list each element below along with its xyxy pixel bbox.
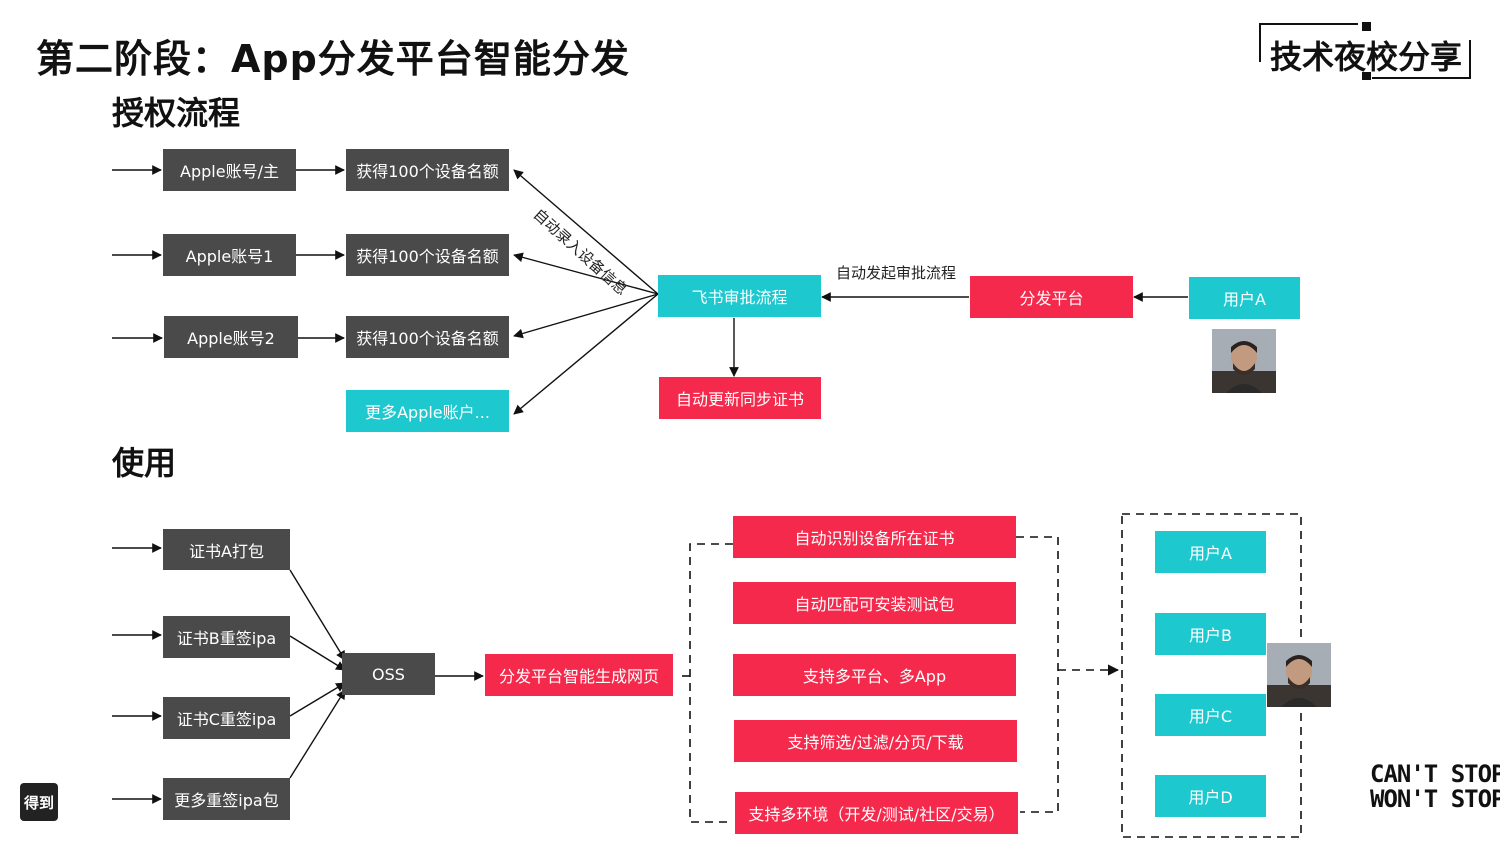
device-quota-2: 获得100个设备名额 [346,316,509,358]
user-avatar-icon [1267,643,1331,707]
slogan-line-2: WON'T STOP [1370,785,1500,813]
package-cert-c: 证书C重签ipa [163,697,290,739]
slogan-line-1: CAN'T STOP [1370,760,1500,788]
account-2: Apple账号2 [164,316,298,358]
feature-match-package: 自动匹配可安装测试包 [733,582,1016,624]
page-title: 第二阶段：App分发平台智能分发 [36,37,630,81]
feature-multi-env: 支持多环境（开发/测试/社区/交易） [735,792,1018,834]
user-b: 用户B [1155,613,1266,655]
user-a-auth: 用户A [1189,277,1300,319]
account-1: Apple账号1 [163,234,296,276]
auto-sync-cert: 自动更新同步证书 [659,377,821,419]
dedao-logo: 得到 [20,783,58,821]
smart-webpage: 分发平台智能生成网页 [485,654,673,696]
brand-badge: 技术夜校分享 [1258,22,1472,80]
auto-approval-label: 自动发起审批流程 [836,264,957,282]
feature-filter-download: 支持筛选/过滤/分页/下载 [734,720,1017,762]
device-quota-1: 获得100个设备名额 [346,234,509,276]
slogan: CAN'T STOP WON'T STOP [1370,762,1500,812]
distribution-platform: 分发平台 [970,276,1133,318]
user-a: 用户A [1155,531,1266,573]
account-main: Apple账号/主 [163,149,296,191]
section-auth: 授权流程 [112,94,241,132]
more-accounts: 更多Apple账户... [346,390,509,432]
user-avatar-icon [1212,329,1276,393]
feature-identify-cert: 自动识别设备所在证书 [733,516,1016,558]
brand-corner-icon [1259,22,1471,80]
user-c: 用户C [1155,694,1266,736]
feishu-approval: 飞书审批流程 [658,275,821,317]
user-d: 用户D [1155,775,1266,817]
oss-storage: OSS [342,653,435,695]
package-cert-b: 证书B重签ipa [163,616,290,658]
package-cert-a: 证书A打包 [163,529,290,570]
brand-label: 技术夜校分享 [1270,38,1463,76]
device-quota-main: 获得100个设备名额 [346,149,509,191]
section-usage: 使用 [112,444,177,482]
feature-multi-platform: 支持多平台、多App [733,654,1016,696]
package-more: 更多重签ipa包 [163,778,290,820]
